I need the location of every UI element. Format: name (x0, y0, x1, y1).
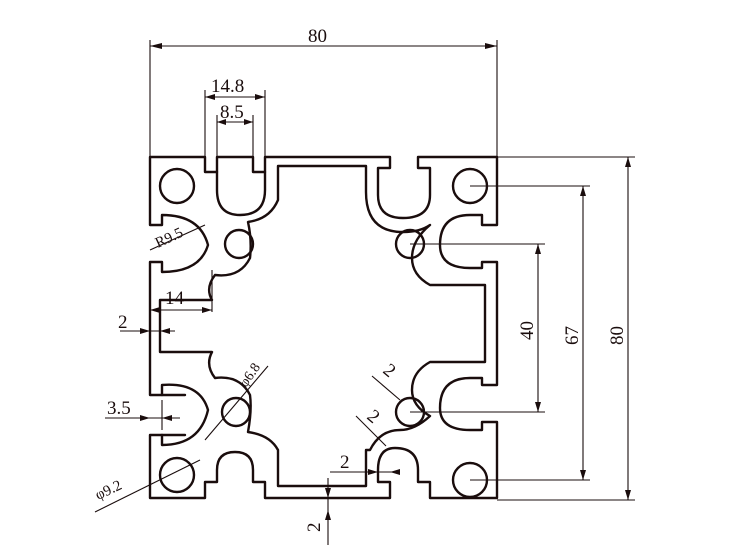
dim-hole-spacing-outer: 67 (562, 326, 583, 345)
left-slot-neck (160, 393, 187, 437)
hole-bottom-left-inner (220, 396, 252, 428)
profile-inner-cavity (158, 164, 487, 488)
dim-overall-width: 80 (308, 26, 327, 47)
dim-diag-wall-1: 2 (379, 360, 400, 382)
hole-bottom-left (158, 456, 196, 494)
hole-top-left-inner (223, 228, 255, 260)
dim-inner-wall: 2 (340, 452, 350, 473)
profile-outer-contour (148, 155, 499, 500)
aluminum-profile-outline (148, 155, 499, 500)
dim-bottom-wall: 2 (304, 523, 325, 533)
dim-hole-spacing-inner: 40 (517, 321, 538, 340)
dimension-labels: 80 14.8 8.5 R9.5 14 2 3.5 φ6.8 φ9.2 2 2 … (93, 26, 628, 532)
dim-overall-height: 80 (607, 326, 628, 345)
dim-slot-width: 14.8 (211, 76, 244, 97)
dim-slot-depth: 14 (165, 288, 185, 309)
hole-top-left (158, 167, 196, 205)
top-slot-neck (215, 170, 267, 217)
dim-corner-radius: R9.5 (153, 225, 186, 252)
dim-slot-opening: 8.5 (220, 102, 244, 123)
dim-wall-left: 2 (118, 312, 128, 333)
dim-lip-thickness: 3.5 (107, 398, 131, 419)
dim-diag-wall-2: 2 (363, 406, 384, 428)
profile-holes (158, 167, 489, 499)
dimension-lines (94, 40, 635, 545)
